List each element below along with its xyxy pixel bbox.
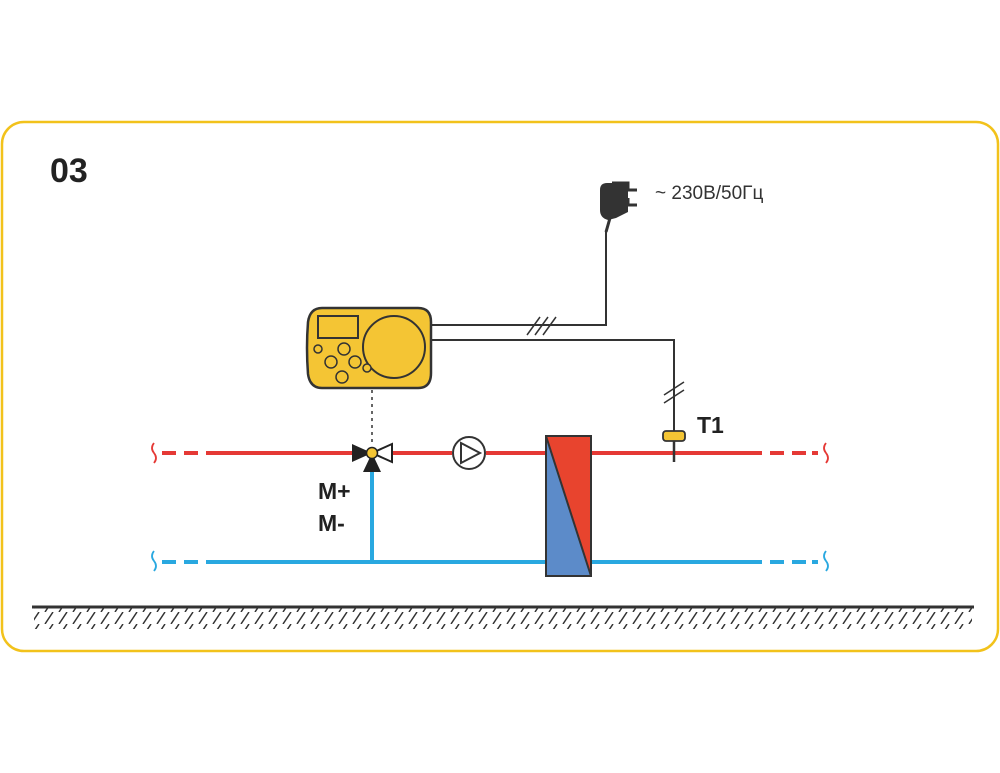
diagram-number: 03 xyxy=(50,152,88,190)
power-cable xyxy=(428,230,607,326)
diagram-frame xyxy=(0,120,1000,653)
supply-line xyxy=(151,442,829,464)
pump-icon xyxy=(452,436,486,470)
sensor-cable-marks xyxy=(663,381,685,404)
sensor-cable xyxy=(428,339,675,432)
heat-exchanger-icon xyxy=(545,435,592,577)
temperature-sensor-icon xyxy=(662,430,686,462)
valve-label-minus: M- xyxy=(318,510,345,536)
plug-icon xyxy=(600,181,637,233)
return-line xyxy=(151,462,829,572)
ground-icon xyxy=(32,605,974,629)
power-supply-label: ~ 230В/50Гц xyxy=(655,183,764,204)
cable-marks xyxy=(526,316,557,336)
controller-icon xyxy=(305,306,433,390)
three-way-valve-icon xyxy=(352,442,393,472)
valve-label-plus: M+ xyxy=(318,478,351,504)
sensor-label: T1 xyxy=(697,412,724,438)
